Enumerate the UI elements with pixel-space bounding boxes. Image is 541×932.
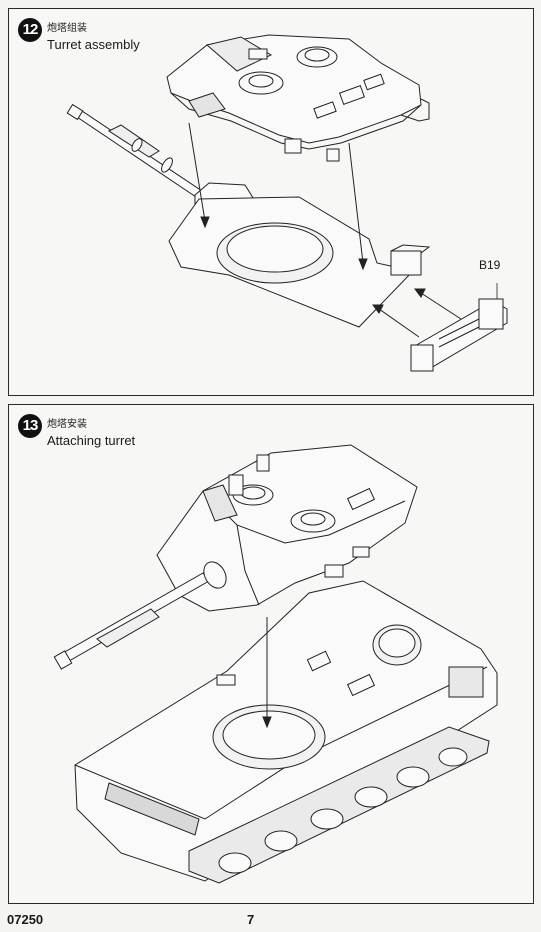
- step-number-badge: 13: [18, 414, 42, 438]
- tank-hull: [75, 581, 497, 881]
- step-title-english: Attaching turret: [47, 433, 136, 448]
- gun-barrel: [67, 105, 205, 199]
- step-12-panel: 12 炮塔组装 Turret assembly: [8, 8, 534, 396]
- turret-upper-shell: [167, 35, 421, 143]
- part-label-b19: B19: [479, 258, 501, 272]
- track-assembly: [189, 727, 489, 883]
- part-block: [391, 251, 421, 275]
- part-b19: [411, 299, 507, 371]
- turret-attachment-illustration: [9, 405, 533, 903]
- step-title-chinese: 炮塔安装: [47, 419, 87, 430]
- step-title-english: Turret assembly: [47, 37, 140, 52]
- front-grille: [105, 783, 199, 835]
- page-number: 7: [247, 912, 255, 927]
- step-13-panel: 13 炮塔安装 Attaching turret: [8, 404, 534, 904]
- product-code: 07250: [7, 912, 44, 927]
- step-title-chinese: 炮塔组装: [47, 23, 87, 34]
- turret-gun-barrel: [54, 558, 230, 669]
- step-number-badge: 12: [18, 18, 42, 42]
- turret-assembly-illustration: [9, 9, 533, 395]
